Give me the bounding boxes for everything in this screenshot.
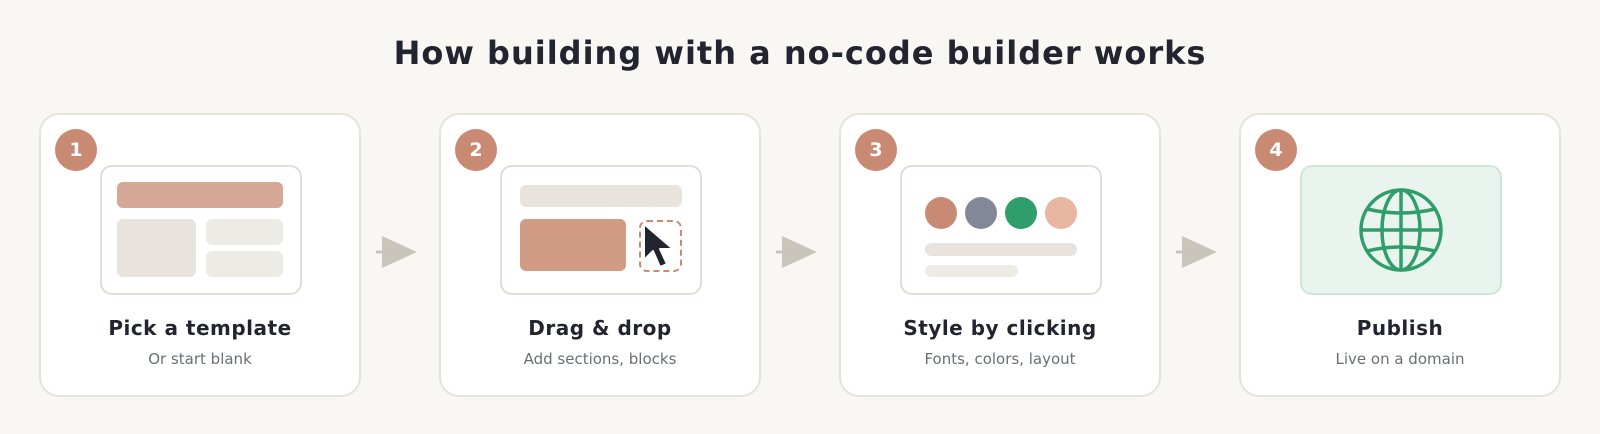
color-swatch-slate — [965, 197, 997, 229]
text-line-long — [925, 243, 1077, 256]
diagram-title: How building with a no-code builder work… — [393, 34, 1207, 72]
color-swatch-terracotta — [925, 197, 957, 229]
drag-drop-preview-illustration — [500, 165, 702, 295]
step-title-3: Style by clicking — [903, 316, 1097, 340]
arrow-right-icon-1 — [376, 236, 417, 268]
step-title-2: Drag & drop — [528, 316, 672, 340]
step-number-badge-1: 1 — [55, 129, 97, 171]
step-card-4: 4 Publish Live on a domain — [1239, 113, 1561, 397]
step-subtitle-4: Live on a domain — [1335, 350, 1465, 368]
step-subtitle-3: Fonts, colors, layout — [924, 350, 1076, 368]
step-subtitle-2: Add sections, blocks — [523, 350, 677, 368]
drop-target-placeholder — [639, 220, 682, 272]
step-card-2: 2 Drag & drop Add sections, blocks — [439, 113, 761, 397]
cursor-arrow-icon — [643, 223, 674, 268]
step-title-1: Pick a template — [108, 316, 292, 340]
style-preview-illustration — [900, 165, 1102, 295]
arrow-right-icon-3 — [1176, 236, 1217, 268]
text-line-short — [925, 265, 1018, 277]
globe-icon — [1359, 188, 1443, 272]
template-header-block — [117, 182, 283, 208]
step-number-badge-3: 3 — [855, 129, 897, 171]
template-main-block — [117, 219, 196, 277]
template-preview-illustration — [100, 165, 302, 295]
template-side-block-top — [206, 219, 283, 245]
step-subtitle-1: Or start blank — [148, 350, 252, 368]
step-number-badge-4: 4 — [1255, 129, 1297, 171]
template-side-block-bottom — [206, 251, 283, 277]
step-card-1: 1 Pick a template Or start blank — [39, 113, 361, 397]
color-swatch-peach — [1045, 197, 1077, 229]
step-title-4: Publish — [1356, 316, 1444, 340]
color-swatch-green — [1005, 197, 1037, 229]
arrow-right-icon-2 — [776, 236, 817, 268]
publish-preview-illustration — [1300, 165, 1502, 295]
step-card-3: 3 Style by clicking Fonts, colors, layou… — [839, 113, 1161, 397]
drag-header-block — [520, 185, 682, 207]
step-number-badge-2: 2 — [455, 129, 497, 171]
dragged-block — [520, 219, 626, 271]
